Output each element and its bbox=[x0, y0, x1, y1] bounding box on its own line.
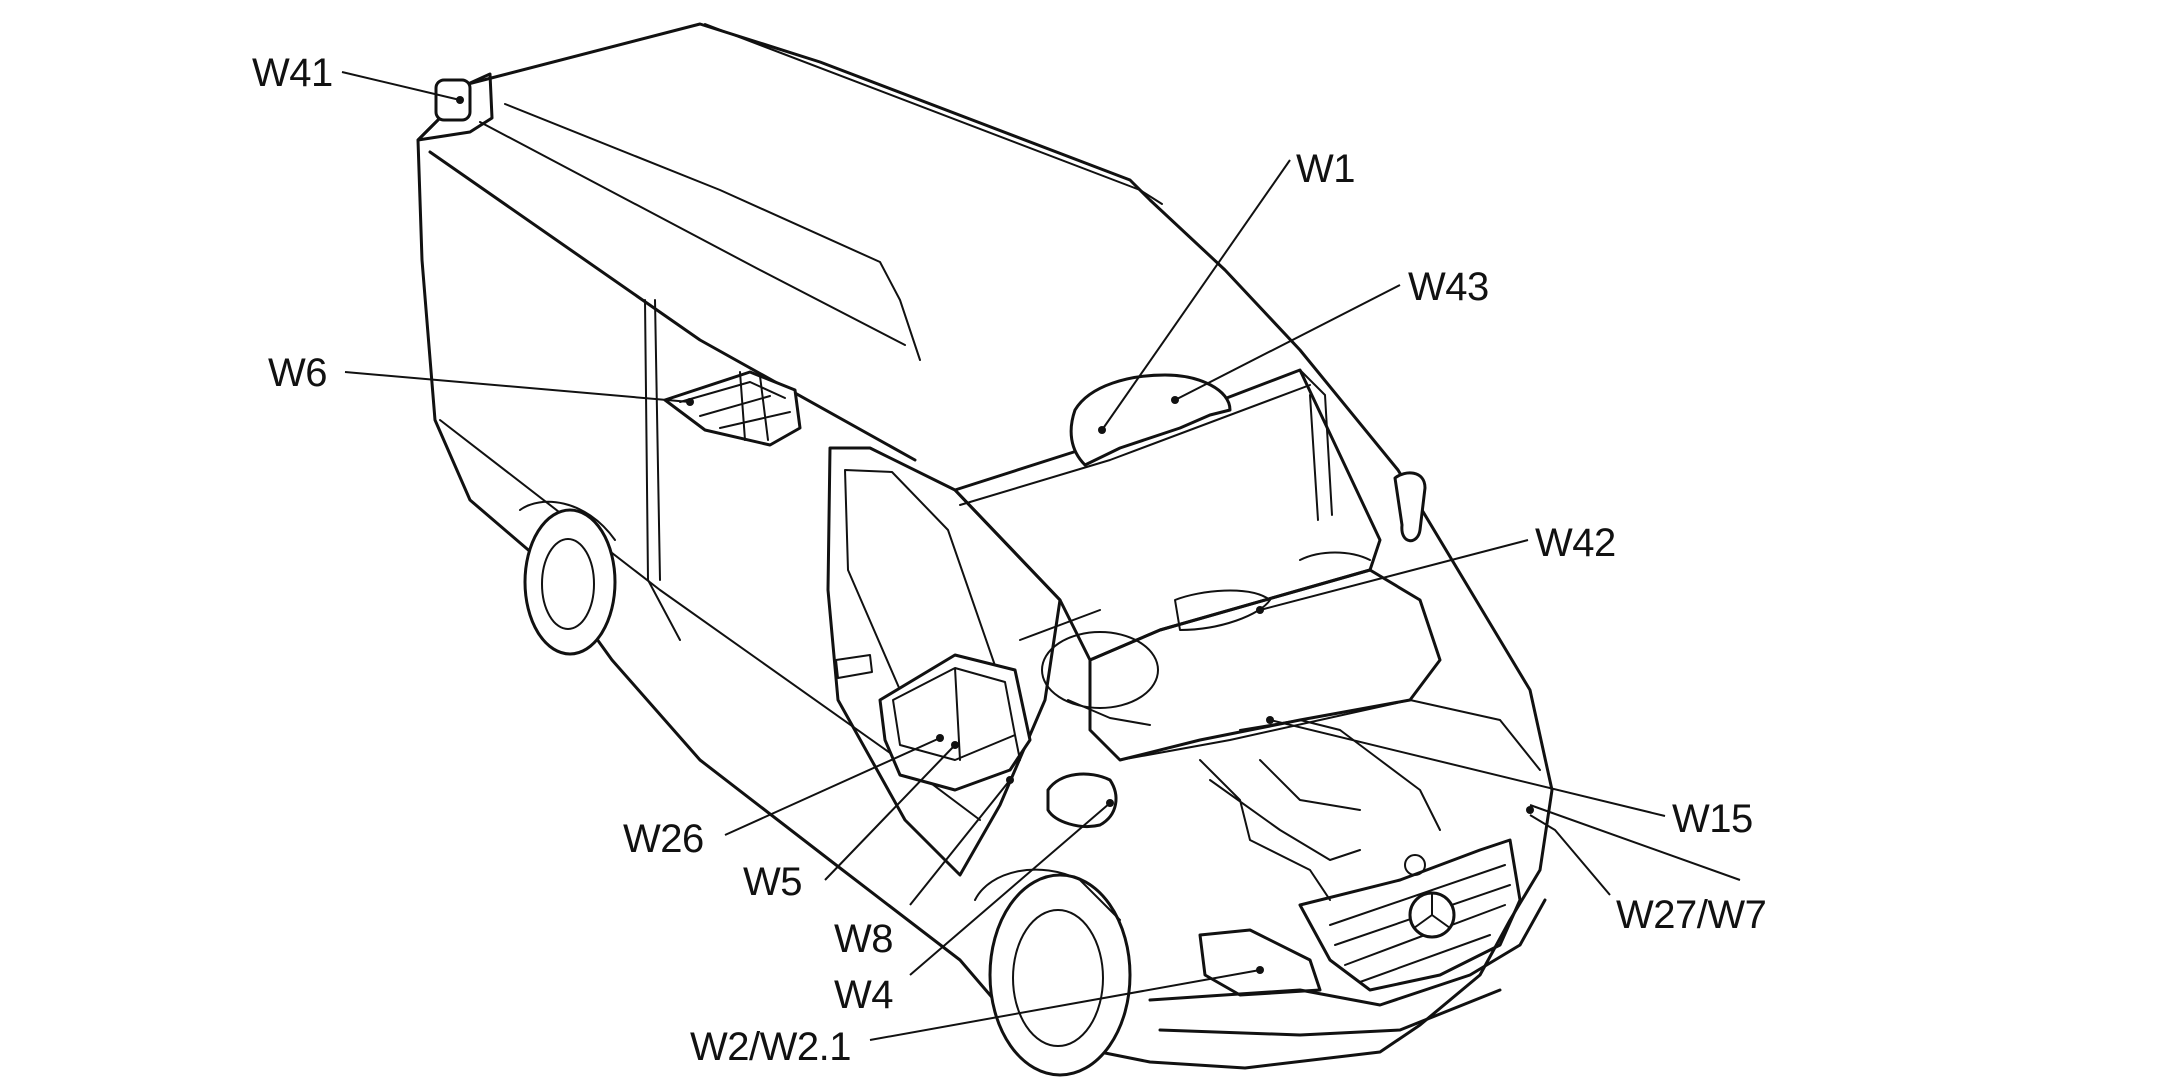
rear-wheel-arch bbox=[519, 500, 616, 541]
leader-w26 bbox=[724, 737, 941, 836]
van-illustration bbox=[416, 22, 1554, 1077]
label-w27-w7: W27/W7 bbox=[1616, 893, 1766, 937]
grille bbox=[1298, 838, 1522, 992]
leader-w8-end bbox=[1006, 776, 1014, 784]
label-w42: W42 bbox=[1535, 521, 1616, 565]
hood-front-line bbox=[1119, 699, 1541, 771]
leader-w5-end bbox=[951, 741, 959, 749]
leader-w27-w7-a bbox=[1529, 804, 1741, 881]
leader-w43-end bbox=[1171, 396, 1179, 404]
label-w26: W26 bbox=[623, 817, 704, 861]
van-body-outline bbox=[416, 22, 1554, 1070]
rear-wheel bbox=[523, 508, 617, 656]
rear-wheel-inner bbox=[541, 538, 595, 630]
brand-emblem-star bbox=[1413, 892, 1451, 929]
leader-w1 bbox=[1101, 159, 1291, 431]
cab-door-outline bbox=[826, 446, 1062, 877]
door-handle bbox=[835, 654, 873, 679]
leader-w2-w21 bbox=[869, 969, 1261, 1041]
label-w2-w21: W2/W2.1 bbox=[690, 1025, 851, 1069]
cargo-interior-light-detail bbox=[679, 371, 791, 441]
label-w4: W4 bbox=[834, 973, 893, 1017]
leader-w4 bbox=[909, 802, 1111, 976]
leader-w8 bbox=[909, 779, 1011, 906]
a-pillar-right bbox=[1299, 369, 1333, 521]
leader-w42-end bbox=[1256, 606, 1264, 614]
control-box bbox=[878, 653, 1032, 792]
leader-w1-end bbox=[1098, 426, 1106, 434]
leader-w5 bbox=[824, 744, 956, 881]
engine-bay-wiring bbox=[1199, 719, 1441, 901]
leader-lines bbox=[341, 71, 1741, 1041]
leader-w41 bbox=[341, 71, 461, 101]
label-w41: W41 bbox=[252, 51, 333, 95]
dash-vent bbox=[1299, 551, 1371, 561]
leader-w15-end bbox=[1266, 716, 1274, 724]
label-w6: W6 bbox=[268, 351, 327, 395]
control-box-inner bbox=[892, 667, 1021, 761]
mirror-base-plate bbox=[1046, 772, 1118, 828]
roof-rail-line bbox=[704, 23, 1163, 205]
label-w1: W1 bbox=[1296, 147, 1355, 191]
dashboard bbox=[1174, 589, 1271, 631]
leader-w2-w21-end bbox=[1256, 966, 1264, 974]
steering-column bbox=[1019, 609, 1151, 726]
steering-wheel bbox=[1041, 631, 1159, 709]
label-w43: W43 bbox=[1408, 265, 1489, 309]
windshield-top-trim bbox=[959, 384, 1311, 506]
roof-lamp bbox=[434, 78, 472, 122]
leader-w26-end bbox=[936, 734, 944, 742]
leader-w27-w7-b bbox=[1529, 814, 1611, 896]
roof-crease-line bbox=[479, 103, 921, 361]
leader-w15 bbox=[1269, 719, 1666, 817]
label-w15: W15 bbox=[1672, 797, 1753, 841]
roof-edge-line bbox=[428, 150, 917, 462]
leader-w41-end bbox=[456, 96, 464, 104]
overhead-console bbox=[1069, 373, 1232, 467]
front-wheel-inner bbox=[1012, 909, 1104, 1047]
side-mirror-right bbox=[1393, 471, 1427, 543]
leader-w42 bbox=[1259, 539, 1529, 611]
label-w5: W5 bbox=[743, 860, 802, 904]
leader-w6 bbox=[344, 371, 691, 403]
headlamp bbox=[1198, 928, 1322, 997]
roof-front-cap bbox=[416, 72, 494, 142]
cargo-side-lower-line bbox=[439, 419, 981, 821]
leader-w4-end bbox=[1106, 799, 1114, 807]
leader-w43 bbox=[1174, 284, 1401, 401]
label-w8: W8 bbox=[834, 917, 893, 961]
front-wheel-arch bbox=[974, 868, 1121, 921]
leader-w27-w7-end bbox=[1526, 806, 1534, 814]
callout-labels: W41 W1 W43 W6 W42 W15 W26 W5 W27/W7 W8 W… bbox=[252, 51, 1767, 1069]
hood-outline bbox=[1088, 568, 1442, 762]
leader-w6-end bbox=[686, 398, 694, 406]
